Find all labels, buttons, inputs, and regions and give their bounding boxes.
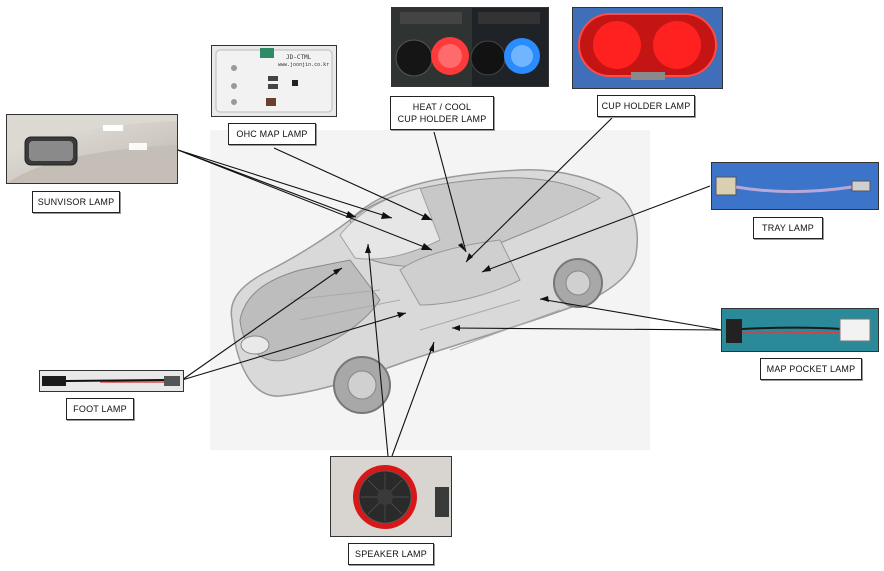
arrow-heads	[333, 211, 549, 352]
foot-lamp-label: FOOT LAMP	[66, 398, 134, 420]
speaker-lamp-photo	[330, 456, 452, 537]
sunvisor-lamp-photo	[6, 114, 178, 184]
map-pocket-lamp-label: MAP POCKET LAMP	[760, 358, 862, 380]
cup-holder-lamp-photo	[572, 7, 723, 89]
heat-cool-label-line2: CUP HOLDER LAMP	[397, 114, 487, 124]
speaker-lamp-label: SPEAKER LAMP	[348, 543, 434, 565]
map-pocket-lamp-photo	[721, 308, 879, 352]
tray-lamp-label: TRAY LAMP	[753, 217, 823, 239]
heat-cool-cup-holder-lamp-label: HEAT / COOL CUP HOLDER LAMP	[390, 96, 494, 130]
cup-holder-lamp-label: CUP HOLDER LAMP	[597, 95, 695, 117]
heat-cool-label-line1: HEAT / COOL	[412, 102, 472, 112]
foot-lamp-photo	[39, 370, 184, 392]
ohc-map-lamp-label: OHC MAP LAMP	[228, 123, 316, 145]
pcb-text-url: www.joonjin.co.kr	[278, 62, 330, 68]
leader-lines	[177, 117, 723, 457]
heat-cool-cup-holder-lamp-photo	[391, 7, 549, 87]
pcb-text-model: JD-CTML	[286, 54, 312, 61]
ohc-map-lamp-photo: JD-CTML www.joonjin.co.kr	[211, 45, 337, 117]
tray-lamp-photo	[711, 162, 879, 210]
sunvisor-lamp-label: SUNVISOR LAMP	[32, 191, 120, 213]
